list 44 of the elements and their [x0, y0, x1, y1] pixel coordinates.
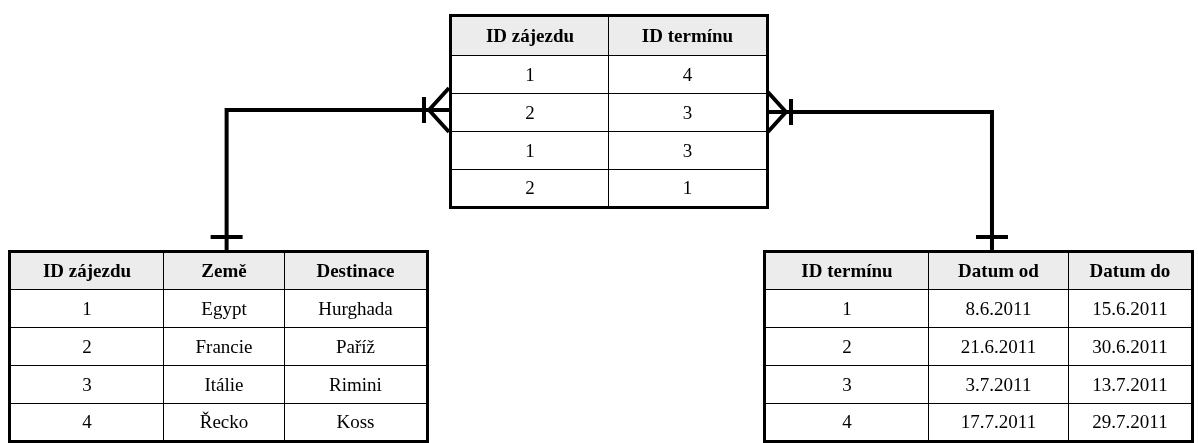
table-cell: 2: [450, 93, 609, 132]
column-header: ID zájezdu: [450, 15, 609, 56]
column-header: Datum do: [1068, 251, 1193, 290]
data-table: [449, 14, 769, 209]
column-header: ID termínu: [608, 15, 768, 56]
column-header: Datum od: [928, 251, 1069, 290]
table-cell: 21.6.2011: [928, 327, 1069, 366]
table-cell: 1: [608, 169, 768, 208]
table-cell: Rimini: [284, 365, 428, 404]
column-header: Země: [163, 251, 285, 290]
table-cell: 1: [9, 289, 164, 328]
table-cell: 1: [450, 55, 609, 94]
table-cell: 4: [9, 403, 164, 442]
data-table: [8, 250, 429, 443]
table-cell: Itálie: [163, 365, 285, 404]
table-cell: 29.7.2011: [1068, 403, 1193, 442]
table-cell: Koss: [284, 403, 428, 442]
table-cell: 1: [450, 131, 609, 170]
table-cell: Egypt: [163, 289, 285, 328]
column-header: Destinace: [284, 251, 428, 290]
table-cell: 15.6.2011: [1068, 289, 1193, 328]
table-cell: 1: [764, 289, 929, 328]
table-cell: 3.7.2011: [928, 365, 1069, 404]
table-cell: 3: [608, 93, 768, 132]
column-header: ID zájezdu: [9, 251, 164, 290]
relationship-line: [208, 86, 451, 250]
table-cell: Řecko: [163, 403, 285, 442]
table-cell: 3: [608, 131, 768, 170]
table-cell: Paříž: [284, 327, 428, 366]
table-cell: 3: [9, 365, 164, 404]
table-cell: 4: [608, 55, 768, 94]
data-table: [763, 250, 1194, 443]
table-cell: 2: [9, 327, 164, 366]
table-cell: 30.6.2011: [1068, 327, 1193, 366]
table-cell: 17.7.2011: [928, 403, 1069, 442]
column-header: ID termínu: [764, 251, 929, 290]
table-cell: Hurghada: [284, 289, 428, 328]
table-cell: 4: [764, 403, 929, 442]
table-cell: 8.6.2011: [928, 289, 1069, 328]
table-cell: 2: [450, 169, 609, 208]
table-cell: Francie: [163, 327, 285, 366]
table-cell: 13.7.2011: [1068, 365, 1193, 404]
table-cell: 2: [764, 327, 929, 366]
table-cell: 3: [764, 365, 929, 404]
